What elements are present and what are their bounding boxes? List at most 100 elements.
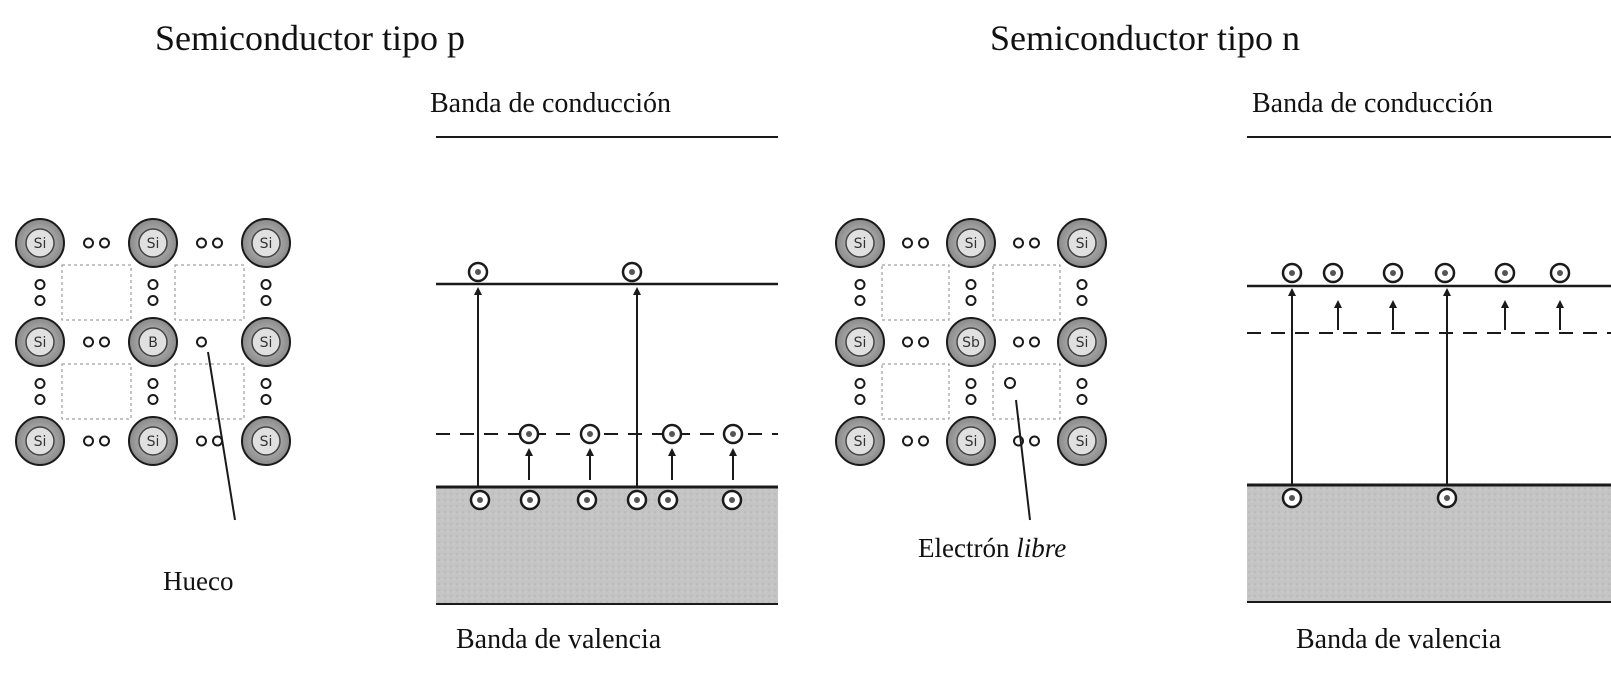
atom: Si [1057,218,1107,268]
p-conduction-band-label: Banda de conducción [430,88,671,119]
atom-symbol: Si [147,236,160,252]
atom-core [1067,426,1097,456]
n-conduction-electron [1549,262,1571,284]
atom-symbol: Si [1076,335,1089,351]
atom-symbol: Si [147,434,160,450]
arrow-head [525,448,533,456]
p-valence-hole [626,489,648,511]
p-arrow-to-acceptor [525,448,533,480]
free-electron-label: Electrón libre [918,533,1066,563]
p-conduction-electron [621,261,643,283]
bond-electron [34,295,46,306]
n-conduction-electron [1281,262,1303,284]
hole-pointer-arrow [207,351,236,521]
bond-electron [902,237,913,249]
p-arrow-to-acceptor [729,448,737,480]
arrow-head [1334,300,1342,308]
atom-symbol: Si [34,236,47,252]
atom-core [845,426,875,456]
electron-core [1557,270,1563,276]
free-electron-pointer-arrow [1015,399,1031,521]
p-type-band-diagram: Banda de conducción Banda de valencia [430,88,778,655]
bond-electron [1029,237,1040,249]
electron-core [1330,270,1336,276]
bond-electron [854,378,866,389]
electron-core [730,431,736,437]
atom-core [25,426,55,456]
atom: Si [15,317,65,367]
p-arrow-to-acceptor [668,448,676,480]
atom: Si [946,218,996,268]
bond-electron [854,279,866,290]
lattice-cell [174,363,245,420]
atom-core [138,228,168,258]
atom-symbol: Si [260,236,273,252]
atom-symbol: Si [965,236,978,252]
electron-core [587,431,593,437]
p-valence-band-label: Banda de valencia [456,624,662,655]
atom: Si [241,416,291,466]
bond-electron [34,378,46,389]
atom-core [956,327,986,357]
electron-core [729,497,735,503]
atom: Si [241,317,291,367]
bond-electron [1076,394,1088,405]
electron-core [634,497,640,503]
p-arrow-to-acceptor [586,448,594,480]
n-conduction-electron [1434,262,1456,284]
atom: Si [128,218,178,268]
atom-core [845,327,875,357]
bond-electron [260,378,272,389]
arrow-head [1556,300,1564,308]
bond-electron [34,394,46,405]
electron-core [1289,495,1295,501]
p-electrons [467,261,744,511]
bond-electron [212,435,223,447]
atom-symbol: Si [854,236,867,252]
bond-electron [260,394,272,405]
atom-symbol: Si [260,335,273,351]
p-valence-hole [657,489,679,511]
lattice-cell [992,363,1061,420]
n-type-title: Semiconductor tipo n [990,18,1300,58]
p-arrow-to-conduction [474,287,482,487]
bond-electron [196,435,207,447]
n-conduction-electron [1494,262,1516,284]
atom: Si [835,218,885,268]
atom: Si [15,416,65,466]
p-type-title: Semiconductor tipo p [155,18,465,58]
n-arrow-from-donor [1501,300,1509,330]
bond-electron [260,279,272,290]
electron-core [1289,270,1295,276]
atom-symbol: Si [854,335,867,351]
p-acceptor-electron [518,423,540,445]
p-valence-band [436,487,778,604]
atom-symbol: Si [1076,236,1089,252]
p-transition-arrows [474,287,737,487]
n-arrow-from-donor [1556,300,1564,330]
bond-electron [196,336,207,348]
atom-symbol: Si [34,335,47,351]
bond-electron [1029,336,1040,348]
arrow-head [1501,300,1509,308]
electron-core [1390,270,1396,276]
n-type-band-diagram: Banda de conducción Banda de valencia [1247,88,1611,655]
bond-electron [99,435,110,447]
atom-symbol: B [148,335,158,351]
bond-electron [854,295,866,306]
bond-electron [1013,336,1024,348]
electron-core [526,431,532,437]
p-acceptor-electron [579,423,601,445]
atom: Sb [946,317,996,367]
bond-electron [196,237,207,249]
p-arrow-to-conduction [633,287,641,487]
atom: Si [835,317,885,367]
arrow-head [586,448,594,456]
atom-core [25,327,55,357]
n-arrow-from-donor [1334,300,1342,330]
electron-core [475,269,481,275]
free-electron [1004,377,1016,389]
